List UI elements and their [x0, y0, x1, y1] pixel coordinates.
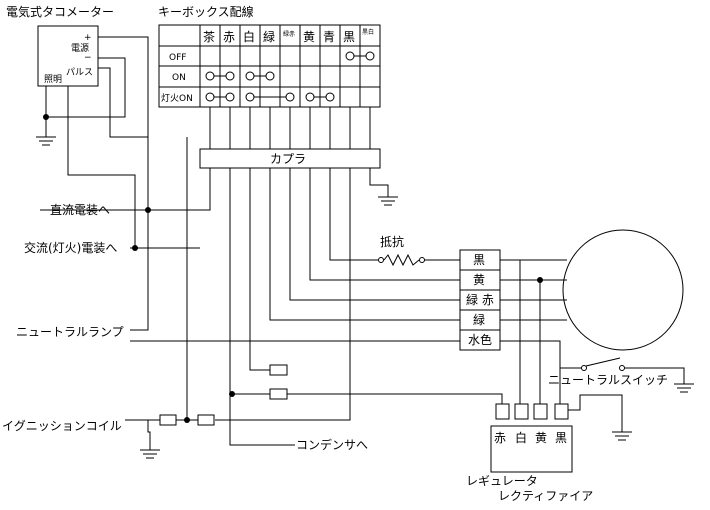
block-black: 黒 — [473, 253, 485, 267]
regulator-terminal-red: 赤 — [494, 431, 506, 445]
coupler-output-wires — [40, 168, 460, 446]
keybox-connections — [205, 51, 375, 102]
keybox-col-black-white: 黒白 — [362, 28, 374, 36]
regulator-terminal-yellow: 黄 — [535, 431, 547, 445]
neutral-lamp-label: ニュートラルランプ — [16, 325, 124, 339]
ground-symbol-coupler — [369, 168, 398, 206]
ignition-coil-label: イグニッションコイル — [2, 419, 122, 433]
dc-load-label: 直流電装へ — [50, 203, 110, 217]
junction-dot — [145, 207, 151, 213]
regulator-box — [490, 425, 573, 473]
ac-load-label: 交流(灯火)電装へ — [24, 240, 117, 255]
tacho-power-label: 電源 — [71, 43, 89, 54]
connector-condenser-1 — [269, 364, 288, 376]
block-yellow: 黄 — [473, 273, 485, 287]
keybox-to-coupler-wires — [209, 107, 371, 149]
junction-dot — [537, 277, 543, 283]
keybox-col-blue: 青 — [323, 30, 335, 44]
tacho-lamp-label: 照明 — [44, 74, 62, 85]
keybox-col-green: 緑 — [263, 29, 275, 44]
keybox-col-black: 黒 — [343, 30, 355, 44]
keybox-col-brown: 茶 — [203, 29, 215, 44]
keybox-col-yellow: 黄 — [303, 30, 315, 44]
keybox-col-green-red: 緑赤 — [283, 30, 295, 38]
block-green: 緑 — [473, 312, 485, 327]
keybox-col-white: 白 — [243, 29, 255, 44]
keybox-title: キーボックス配線 — [158, 4, 254, 19]
keybox-row-on: ON — [172, 73, 186, 83]
tacho-plus-label: + — [84, 33, 92, 43]
regulator-terminal-black: 黒 — [555, 431, 567, 445]
block-light-blue: 水色 — [468, 333, 492, 347]
tacho-leads — [45, 36, 149, 331]
neutral-switch-label: ニュートラルスイッチ — [548, 373, 668, 387]
generator-circle — [562, 229, 684, 351]
coupler-label: カプラ — [270, 152, 306, 166]
resistor-symbol — [378, 253, 460, 267]
block-green-red: 緑 赤 — [466, 292, 494, 307]
junction-dot — [132, 245, 138, 251]
regulator-feed-wires — [232, 393, 503, 404]
junction-dot — [43, 114, 49, 120]
keybox-row-off: OFF — [169, 53, 186, 63]
block-right-wires — [500, 259, 582, 404]
left-leads — [125, 137, 460, 433]
resistor-label: 抵抗 — [380, 234, 404, 249]
neutral-switch-symbol — [581, 357, 694, 393]
connector-ignition-1 — [159, 414, 177, 426]
connector-ignition-2 — [197, 414, 215, 426]
regulator-connectors — [495, 403, 569, 420]
ground-symbol-tacho — [36, 136, 56, 146]
tachometer-title: 電気式タコメーター — [6, 4, 114, 19]
tacho-minus-label: − — [84, 53, 92, 63]
keybox-row-light-on: 灯火ON — [161, 93, 193, 104]
tacho-pulse-label: パルス — [66, 67, 93, 78]
keybox-table — [158, 24, 381, 108]
regulator-label-2: レクティファイア — [498, 489, 593, 503]
regulator-label-1: レギュレータ — [466, 474, 538, 488]
connector-condenser-2 — [269, 388, 288, 400]
junction-dot — [184, 417, 190, 423]
ground-symbol-ignition — [140, 420, 160, 459]
condenser-label: コンデンサへ — [296, 437, 368, 452]
regulator-terminal-white: 白 — [515, 430, 527, 445]
keybox-col-red: 赤 — [223, 30, 235, 44]
ground-symbol-regulator — [568, 394, 632, 441]
